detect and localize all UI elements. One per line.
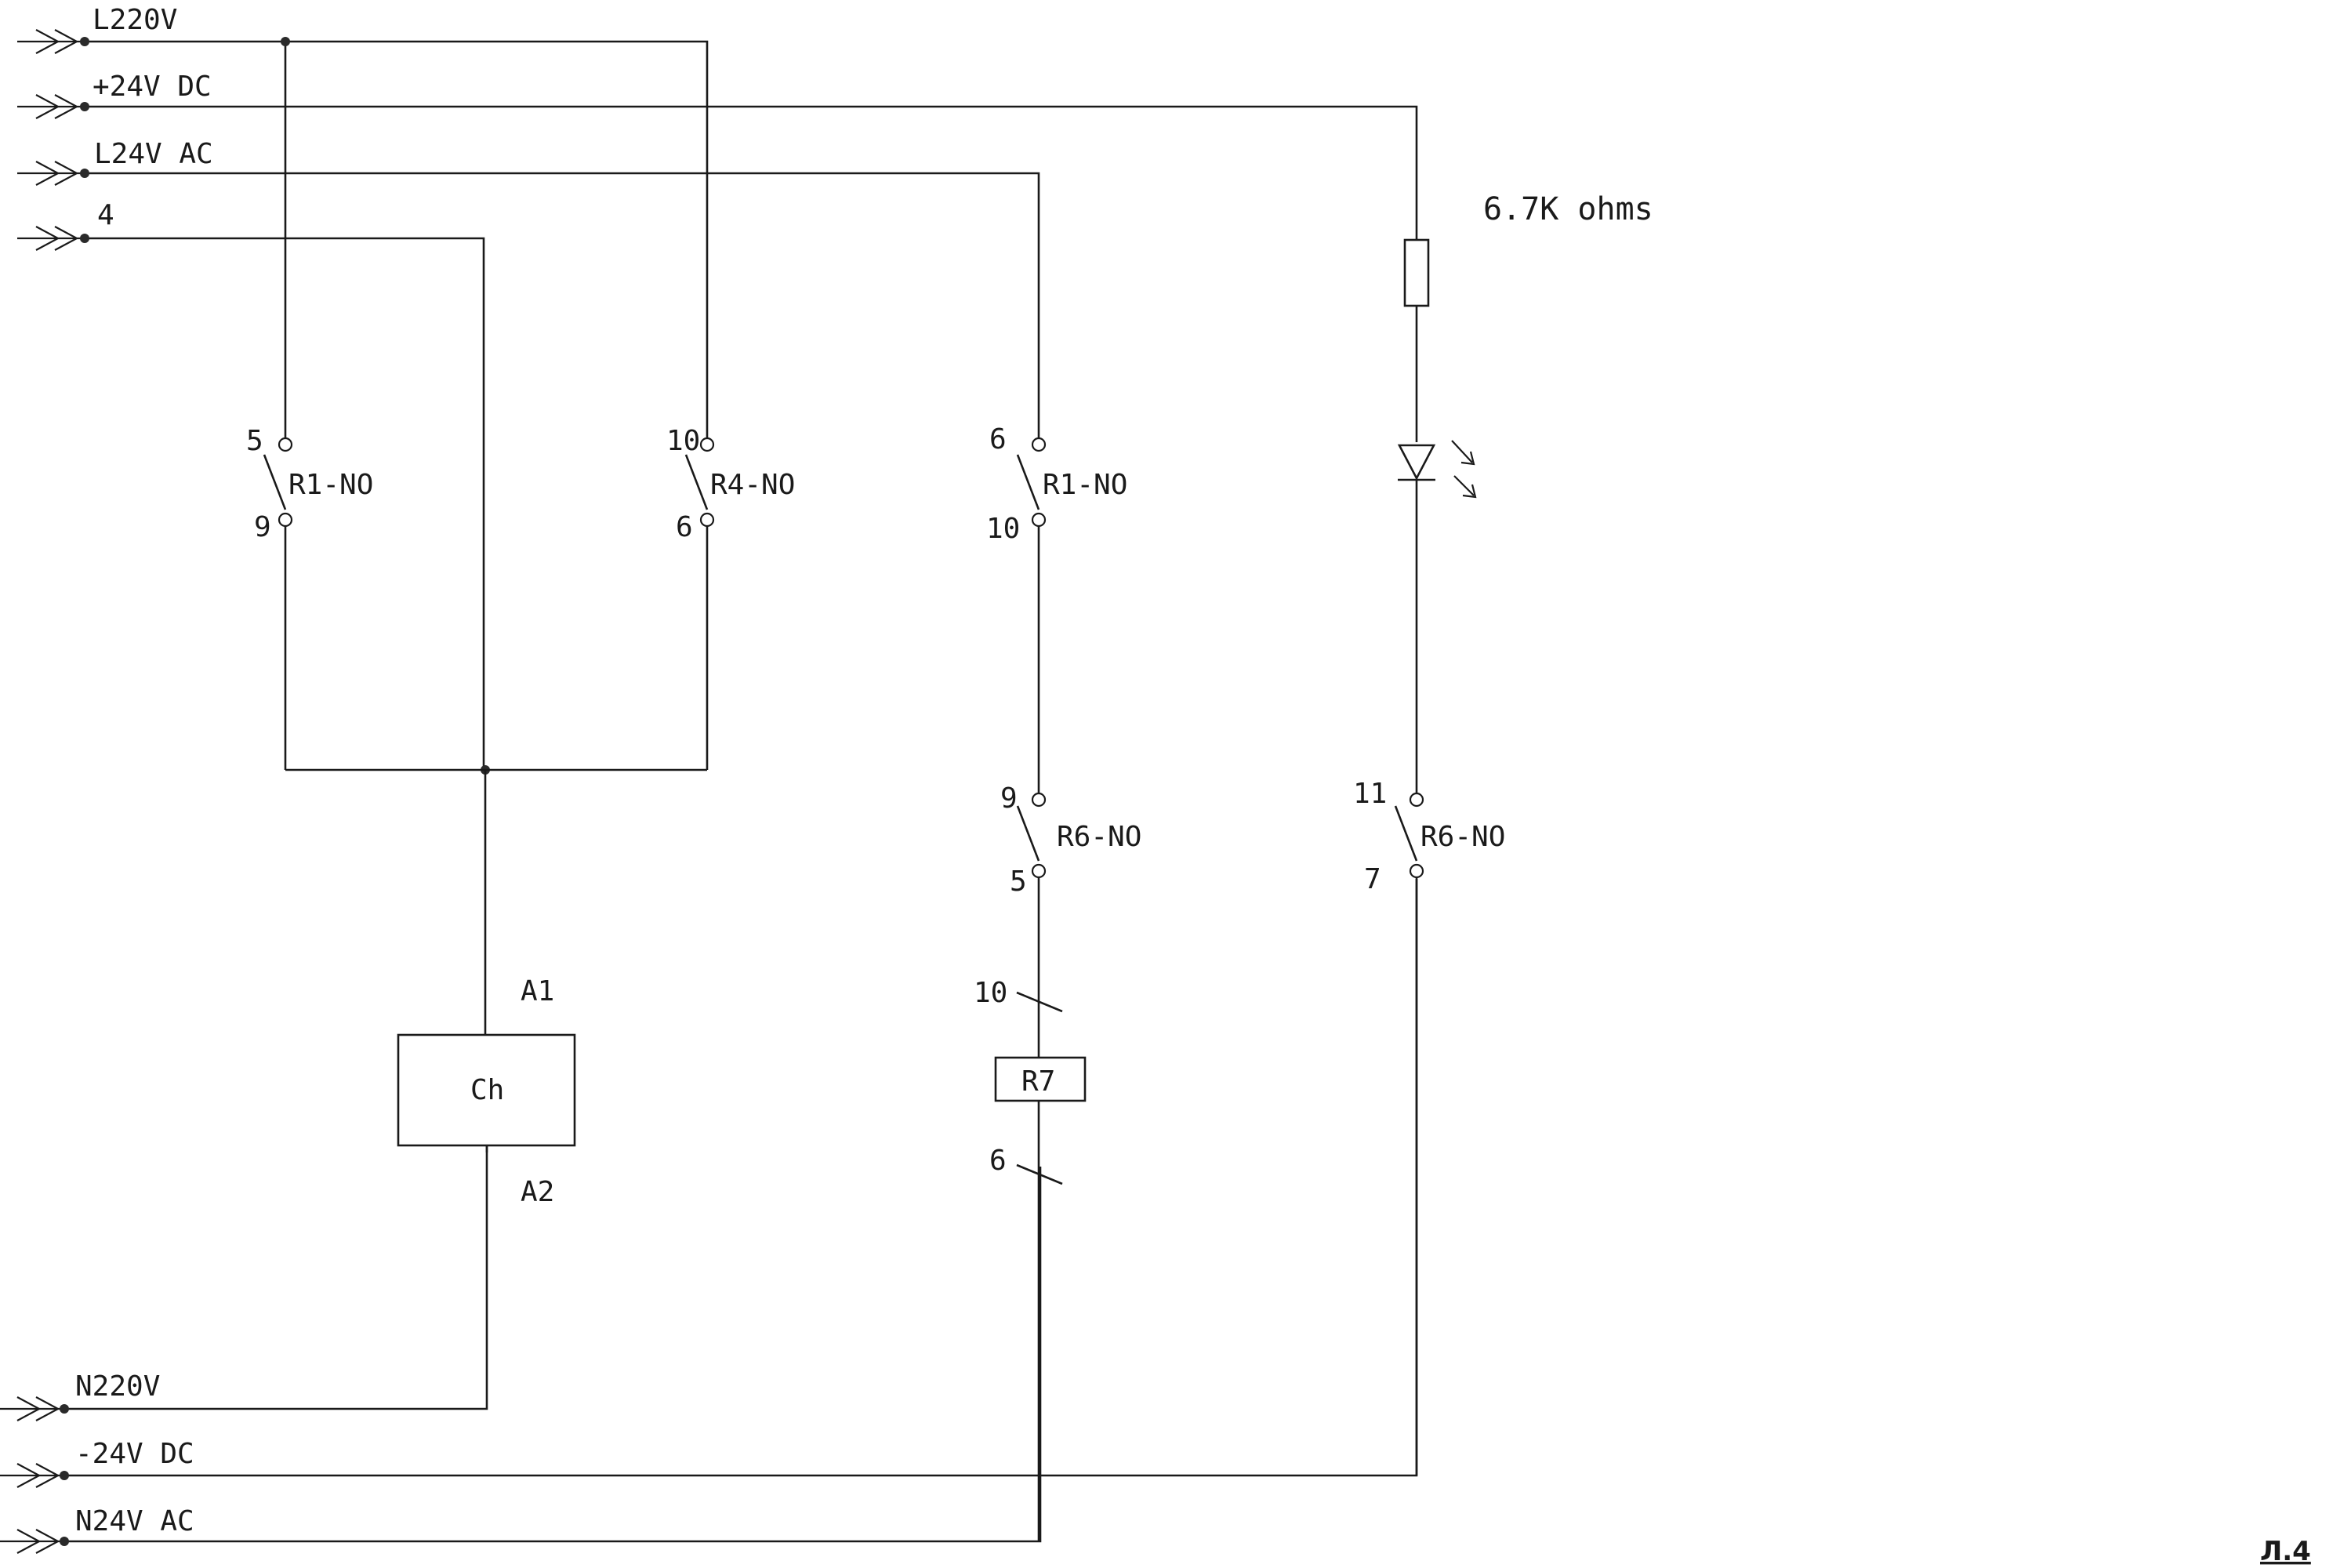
contact-label: R1-NO — [288, 469, 373, 501]
contact-r6-mid — [1016, 792, 1047, 879]
wire-p24vdc — [85, 105, 1418, 240]
pin-label: 5 — [1010, 866, 1027, 898]
pin-label: 6 — [989, 423, 1007, 456]
wire-l24vac — [85, 172, 1040, 442]
pin-label: 7 — [1364, 863, 1381, 895]
bus-label-m24vdc: -24V DC — [75, 1438, 194, 1470]
ch-component — [397, 1033, 576, 1147]
wire-line4 — [85, 237, 485, 770]
arrow-l24vac-icon — [17, 161, 85, 186]
pin-label: 10 — [666, 425, 700, 457]
wire-m24vdc — [64, 879, 1418, 1477]
bus-label-n220v: N220V — [75, 1370, 160, 1403]
contact-r6-right — [1394, 792, 1424, 879]
bus-label-l220v: L220V — [93, 4, 177, 36]
resistor-value-label: 6.7K ohms — [1483, 191, 1653, 227]
bus-arrows — [0, 29, 85, 1554]
r7-label: R7 — [1021, 1065, 1055, 1098]
contact-label: R6-NO — [1420, 821, 1505, 853]
bus-label-l24vac: L24V AC — [94, 138, 213, 170]
arrow-n24vac-icon — [0, 1529, 64, 1554]
pin-label: 11 — [1353, 778, 1387, 810]
wire-n24vac — [64, 1167, 1042, 1543]
contact-label: R1-NO — [1043, 469, 1127, 501]
pin-label: 9 — [254, 511, 271, 543]
bus-label-n24vac: N24V AC — [75, 1505, 194, 1537]
resistor-component — [1403, 238, 1430, 307]
ch-pin-top-label: A1 — [521, 975, 554, 1007]
arrow-m24vdc-icon — [0, 1463, 64, 1488]
ch-label: Ch — [470, 1074, 504, 1106]
branch-r7 — [994, 437, 1087, 1541]
r7-component — [994, 1056, 1087, 1102]
branch-led — [1394, 238, 1477, 1475]
bus-wires — [64, 40, 1418, 1543]
contact-label: R4-NO — [710, 469, 795, 501]
pin-label: 5 — [246, 425, 263, 457]
pin-label: 9 — [1000, 782, 1018, 815]
sheet-label: Л.4 — [2260, 1536, 2311, 1567]
branch-ch — [263, 437, 715, 1152]
labels: L220V +24V DC L24V AC 4 N220V -24V DC N2… — [75, 4, 2311, 1567]
contact-r1-mid — [1016, 437, 1047, 528]
arrow-n220v-icon — [0, 1396, 64, 1421]
ch-pin-bottom-label: A2 — [521, 1176, 554, 1208]
arrow-p24vdc-icon — [17, 94, 85, 119]
contact-r4 — [684, 437, 715, 770]
pin-label: 6 — [676, 511, 693, 543]
contact-label: R6-NO — [1057, 821, 1141, 853]
arrow-line4-icon — [17, 226, 85, 251]
wire-n220v — [64, 1145, 488, 1410]
pin-label: 6 — [989, 1145, 1007, 1177]
arrow-l220v-icon — [17, 29, 85, 54]
led-icon — [1397, 440, 1477, 499]
pin-label: 10 — [986, 513, 1020, 545]
bus-label-line4: 4 — [97, 199, 114, 231]
junction-dots — [60, 37, 490, 1546]
bus-label-p24vdc: +24V DC — [93, 71, 212, 103]
pin-label: 10 — [974, 977, 1007, 1009]
contact-r1-left — [263, 437, 293, 770]
wire-l220v — [85, 40, 709, 442]
